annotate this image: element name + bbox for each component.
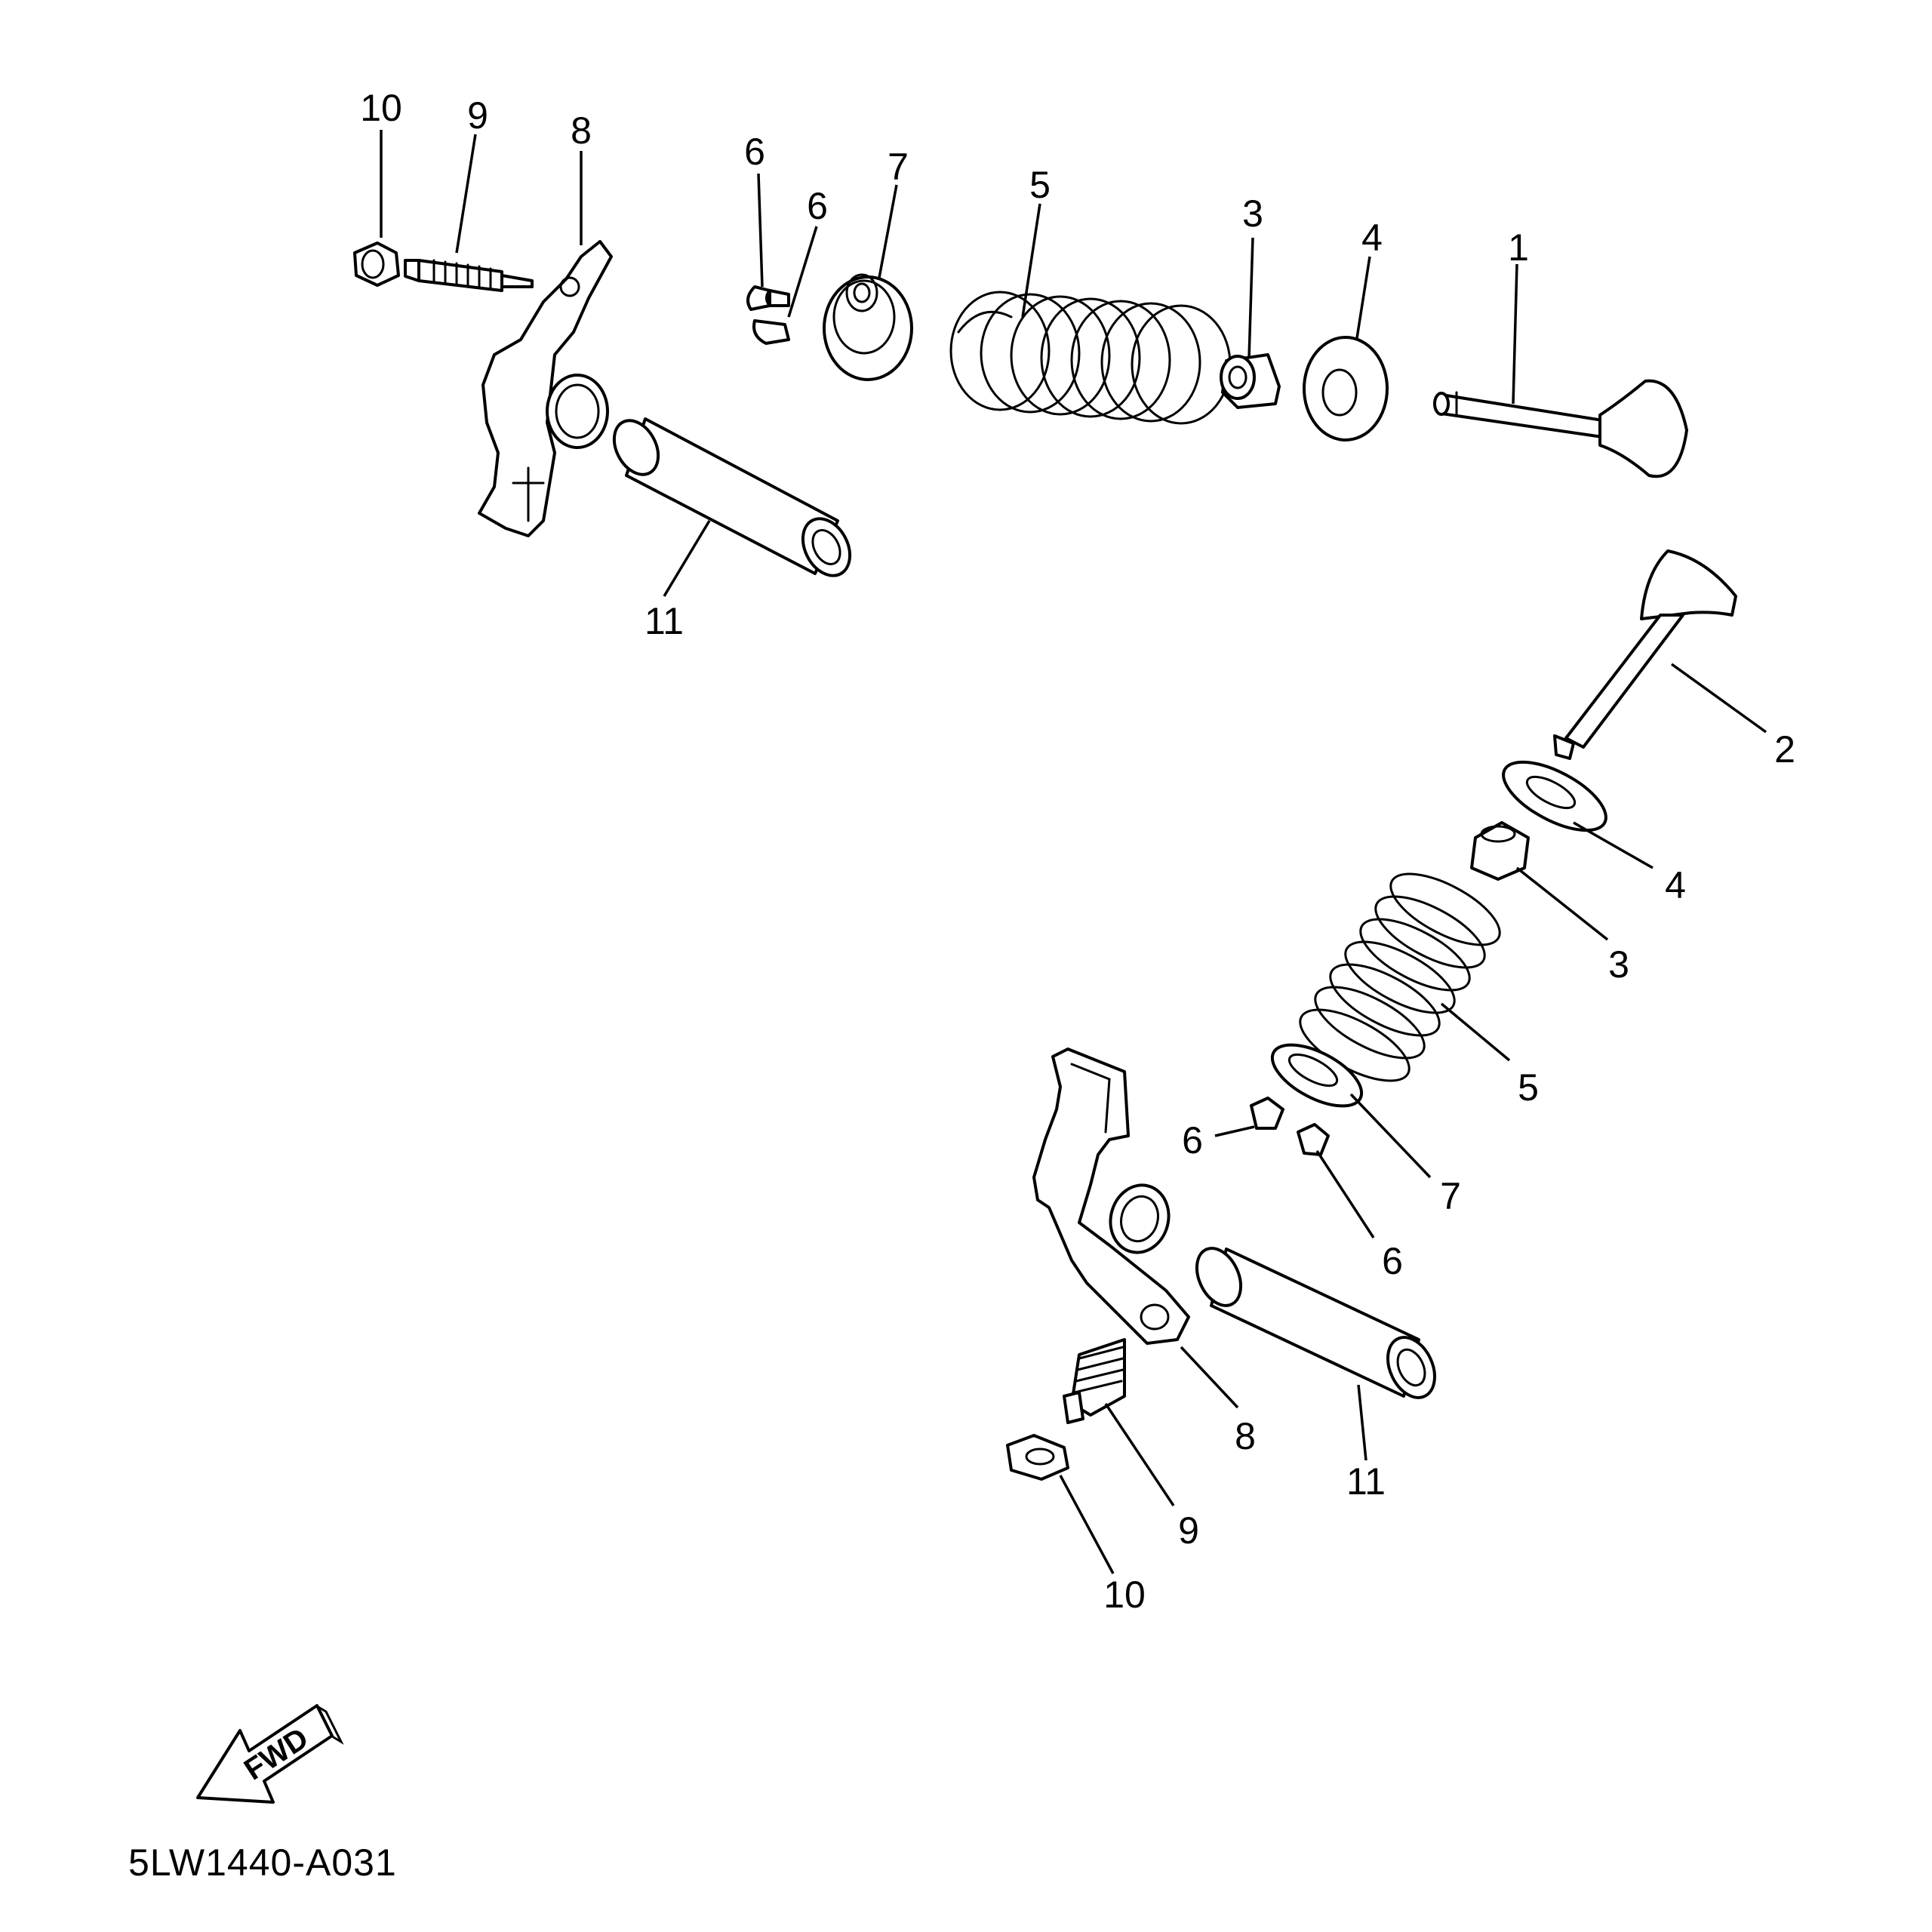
intake-valve-top (1433, 379, 1688, 478)
spring-retainer-bottom (1270, 1043, 1364, 1108)
callout-4-bottom: 4 (1665, 864, 1686, 906)
leader-lines (380, 130, 1767, 1574)
callout-5-bottom: 5 (1518, 1066, 1539, 1109)
callout-6b-bottom: 6 (1382, 1240, 1403, 1282)
spring-retainer-top (823, 273, 913, 381)
callout-6a-top: 6 (744, 131, 765, 173)
spring-seat-bottom (1502, 760, 1607, 832)
callout-9-bottom: 9 (1178, 1509, 1199, 1552)
callout-10-bottom: 10 (1103, 1574, 1146, 1616)
callout-6a-bottom: 6 (1182, 1119, 1203, 1161)
callout-3-top: 3 (1242, 192, 1263, 235)
callout-8-top: 8 (571, 109, 592, 152)
rocker-shaft-bottom (1195, 1247, 1436, 1399)
valve-spring-bottom (1299, 872, 1501, 1082)
callout-9-top: 9 (467, 94, 488, 137)
valve-stem-seal-bottom (1470, 821, 1530, 881)
lock-nut-top (353, 242, 400, 287)
valve-cotters-top (746, 285, 790, 345)
callout-10-top: 10 (360, 87, 402, 129)
callout-11-bottom: 11 (1346, 1460, 1386, 1503)
rocker-arm-top (478, 240, 613, 537)
valve-spring-top (949, 291, 1232, 425)
callout-2-bottom: 2 (1774, 728, 1795, 771)
valve-cotters-bottom (1250, 1097, 1330, 1156)
spring-seat-top (1303, 336, 1389, 441)
diagram-code: 5LW1440-A031 (128, 1841, 397, 1884)
exhaust-valve-bottom (1553, 549, 1737, 760)
rocker-arm-bottom (1032, 1048, 1190, 1345)
callout-4-top: 4 (1361, 217, 1383, 259)
callout-1-top: 1 (1508, 226, 1529, 269)
callout-3-bottom: 3 (1608, 943, 1629, 986)
callout-5-top: 5 (1029, 164, 1051, 206)
callout-8-bottom: 8 (1235, 1415, 1256, 1457)
callout-6b-top: 6 (807, 185, 828, 227)
valve-stem-seal-top (1220, 353, 1281, 409)
rocker-shaft-top (612, 417, 852, 577)
callout-11-top: 11 (645, 600, 684, 642)
adjusting-screw-top (404, 259, 534, 292)
lock-nut-bottom (1006, 1434, 1069, 1481)
callout-7-top: 7 (888, 146, 909, 188)
fwd-arrow-icon: FWD (196, 1704, 344, 1804)
callout-7-bottom: 7 (1440, 1175, 1461, 1217)
callout-numbers: 10 9 8 6 6 7 5 3 4 1 11 2 4 3 5 6 7 6 8 … (360, 87, 1795, 1616)
adjusting-screw-bottom (1063, 1338, 1126, 1424)
